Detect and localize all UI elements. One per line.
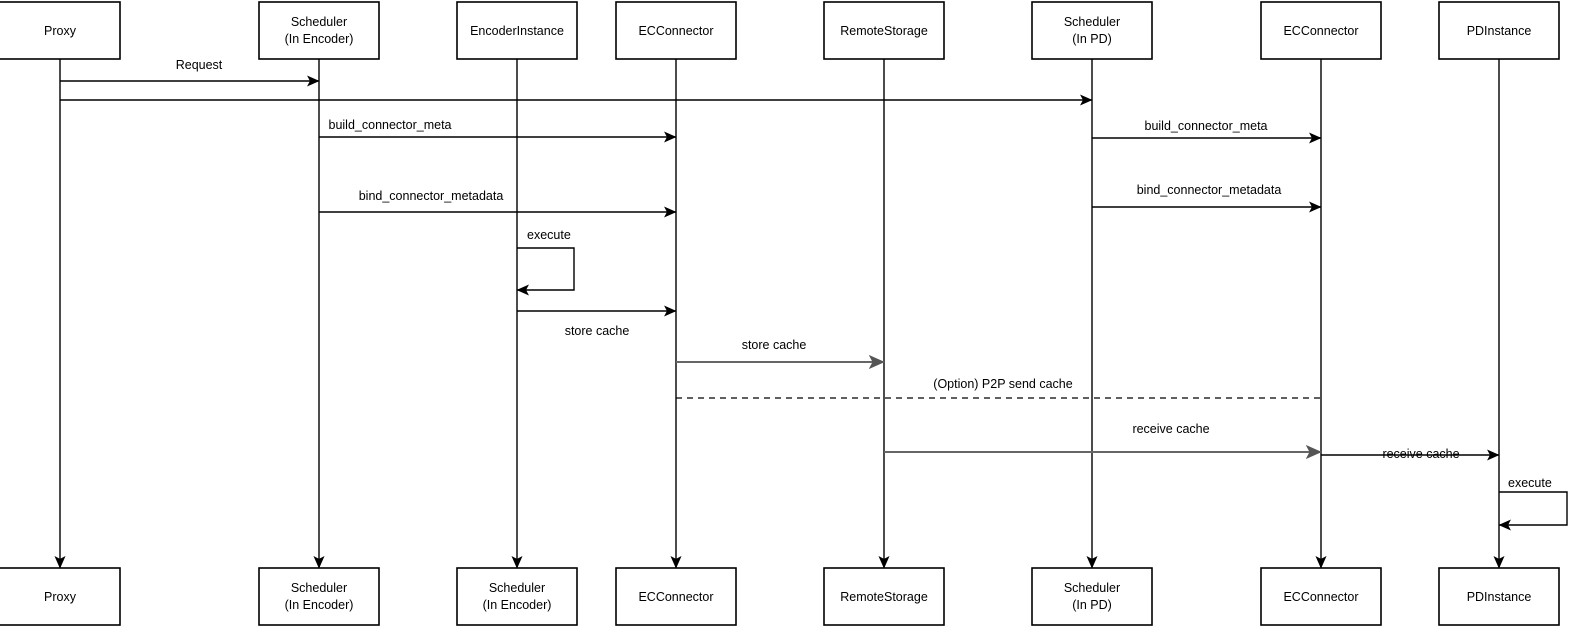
participant-box-rect [0,567,121,626]
participant-bottom-sched-pd[interactable]: Scheduler (In PD) [1031,567,1153,626]
participant-label-line2: (In Encoder) [285,32,354,46]
message-label-m5: bind_connector_metadata [359,189,504,203]
participant-box-rect [1031,1,1153,60]
participant-label-line1: Scheduler [1064,15,1120,29]
message-label-m7: store cache [565,324,630,338]
participant-box-rect [615,567,737,626]
participant-box-rect [1260,1,1382,60]
message-label-m3: build_connector_meta [329,118,452,132]
participant-box-rect [1031,567,1153,626]
participant-label-line1: ECConnector [1283,590,1358,604]
participant-box-rect [258,1,380,60]
participant-label-line2: (In Encoder) [285,598,354,612]
participant-bottom-remote-store[interactable]: RemoteStorage [823,567,945,626]
participant-box-rect [615,1,737,60]
participant-label-line2: (In PD) [1072,598,1112,612]
self-message-label-s2: execute [1508,476,1552,490]
participant-box-rect [1260,567,1382,626]
self-message-label-s1: execute [527,228,571,242]
participant-bottom-ec-conn-enc[interactable]: ECConnector [615,567,737,626]
message-label-m4: build_connector_meta [1145,119,1268,133]
participant-bottom-boxes: Proxy Scheduler (In Encoder) Scheduler (In E… [0,567,1560,626]
participant-bottom-pd-inst[interactable]: PDInstance [1438,567,1560,626]
participant-top-remote-store[interactable]: RemoteStorage [823,1,945,60]
participant-top-boxes: Proxy Scheduler (In Encoder) EncoderInstanc… [0,1,1560,60]
participant-box-rect [823,567,945,626]
participant-label-line1: ECConnector [638,590,713,604]
participant-box-rect [456,567,578,626]
participant-box-rect [1438,1,1560,60]
message-label-m10: receive cache [1132,422,1209,436]
participant-label-line1: EncoderInstance [470,24,564,38]
participant-label-line1: PDInstance [1467,590,1532,604]
participant-top-encoder-inst[interactable]: EncoderInstance [456,1,578,60]
self-message-s2 [1498,491,1568,531]
participant-bottom-proxy[interactable]: Proxy [0,567,121,626]
message-label-m9: (Option) P2P send cache [933,377,1072,391]
participant-box-rect [258,567,380,626]
participant-box-rect [0,1,121,60]
participant-label-line1: RemoteStorage [840,590,928,604]
participant-label-line2: (In Encoder) [483,598,552,612]
participant-top-sched-pd[interactable]: Scheduler (In PD) [1031,1,1153,60]
participant-bottom-sched-enc[interactable]: Scheduler (In Encoder) [258,567,380,626]
self-message-s1 [516,247,575,296]
participant-bottom-ec-conn-pd[interactable]: ECConnector [1260,567,1382,626]
message-labels-group: Request build_connector_meta build_connect… [176,58,1552,490]
participant-label-line1: RemoteStorage [840,24,928,38]
participant-bottom-encoder-inst[interactable]: Scheduler (In Encoder) [456,567,578,626]
participant-label-line2: (In PD) [1072,32,1112,46]
participant-top-proxy[interactable]: Proxy [0,1,121,60]
participant-box-rect [456,1,578,60]
lifelines-group [54,59,1505,569]
message-label-m8: store cache [742,338,807,352]
participant-label-line1: Proxy [44,590,77,604]
participant-top-pd-inst[interactable]: PDInstance [1438,1,1560,60]
participant-label-line1: Scheduler [1064,581,1120,595]
participant-top-ec-conn-pd[interactable]: ECConnector [1260,1,1382,60]
participant-top-sched-enc[interactable]: Scheduler (In Encoder) [258,1,380,60]
participant-label-line1: ECConnector [638,24,713,38]
participant-label-line1: PDInstance [1467,24,1532,38]
message-label-m1: Request [176,58,223,72]
message-label-m6: bind_connector_metadata [1137,183,1282,197]
participant-label-line1: ECConnector [1283,24,1358,38]
message-label-m11: receive cache [1382,447,1459,461]
self-messages-group [516,247,1568,531]
participant-label-line1: Scheduler [489,581,545,595]
participant-box-rect [1438,567,1560,626]
participant-label-line1: Proxy [44,24,77,38]
messages-group [60,75,1500,461]
participant-label-line1: Scheduler [291,15,347,29]
participant-box-rect [823,1,945,60]
participant-label-line1: Scheduler [291,581,347,595]
participant-top-ec-conn-enc[interactable]: ECConnector [615,1,737,60]
